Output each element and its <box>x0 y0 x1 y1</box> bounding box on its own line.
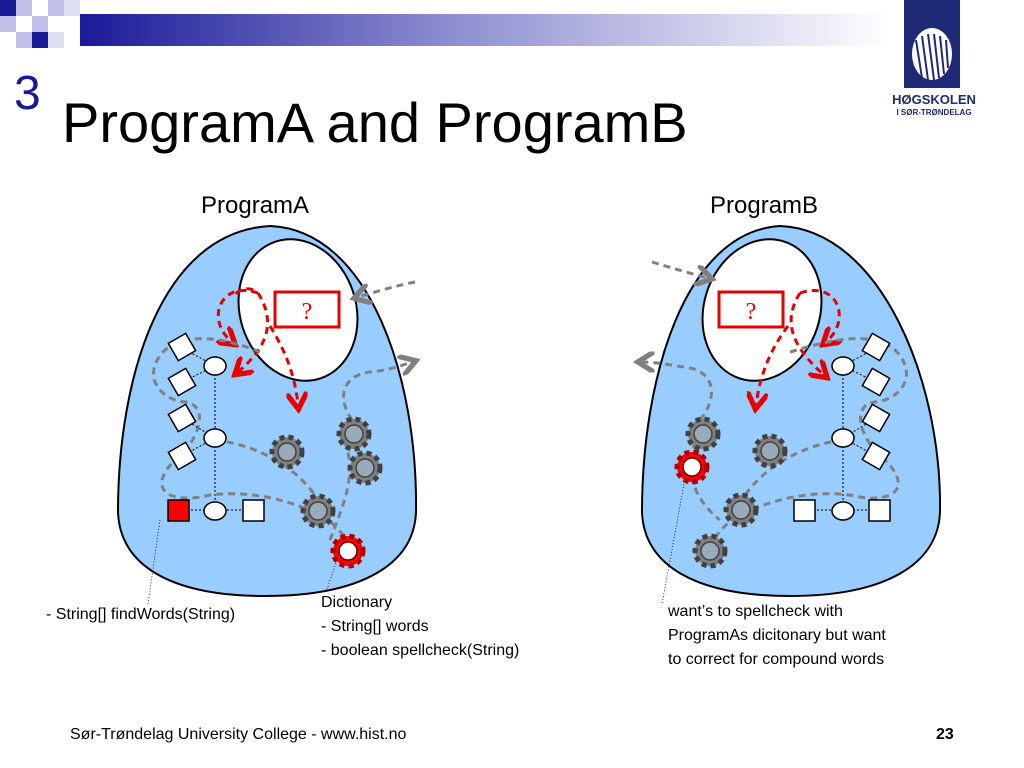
program-b-nodes <box>793 332 891 522</box>
program-a-red-arrow-4 <box>234 287 255 295</box>
program-a-red-arrow-1 <box>218 289 259 342</box>
pointer-program-b-note <box>661 483 685 605</box>
pointer-dictionary <box>325 562 337 593</box>
find-words-note: - String[] findWords(String) <box>46 603 235 627</box>
program-a-gray-arrow-in <box>358 280 416 297</box>
program-a-gray-arrow-out <box>342 362 412 421</box>
logo-line1: HØGSKOLEN <box>892 92 976 107</box>
logo-line2: I SØR-TRØNDELAG <box>896 108 972 117</box>
dictionary-heading: Dictionary <box>321 594 393 611</box>
program-b-note: want’s to spellcheck with ProgramAs dici… <box>668 600 886 672</box>
program-a-nodes <box>167 332 265 522</box>
program-a-gears <box>269 416 383 569</box>
program-b-highlight-gear <box>674 449 710 485</box>
hist-logo: HØGSKOLEN I SØR-TRØNDELAG <box>884 0 994 130</box>
program-a-dictionary-gear <box>330 533 366 569</box>
slide-title: ProgramA and ProgramB <box>62 91 688 154</box>
program-b-note-line-1: want’s to spellcheck with <box>668 603 843 620</box>
program-b-query-symbol: ? <box>746 299 757 325</box>
dictionary-line-1: - String[] words <box>321 618 429 635</box>
program-b-gray-arrow-in <box>651 260 708 278</box>
program-b-blob <box>640 224 942 598</box>
program-b-note-line-3: to correct for compound words <box>668 651 885 668</box>
program-b-note-line-2: ProgramAs dicitonary but want <box>668 627 886 644</box>
corner-decoration <box>0 0 90 60</box>
page-number: 23 <box>936 726 954 743</box>
program-b-query-box: ? <box>717 290 785 329</box>
find-words-text: - String[] findWords(String) <box>46 606 236 623</box>
dictionary-note: Dictionary - String[] words - boolean sp… <box>321 591 519 663</box>
hist-logo-icon <box>904 0 960 88</box>
footer-text: Sør-Trøndelag University College - www.h… <box>70 726 407 743</box>
program-b-gears <box>674 416 788 569</box>
program-b-red-arrow-3 <box>756 325 790 405</box>
program-a-label: ProgramA <box>201 192 310 219</box>
slide-number: 3 <box>14 67 41 120</box>
header-gradient-bar <box>80 14 890 46</box>
program-b-red-arrow-1 <box>799 289 839 342</box>
program-a-query-symbol: ? <box>302 299 313 325</box>
program-a-blob <box>116 224 418 598</box>
program-a-query-box: ? <box>273 290 341 329</box>
program-b-label: ProgramB <box>710 192 819 219</box>
program-a-red-arrow-3 <box>268 325 298 405</box>
program-b-gray-arrow-out <box>642 362 713 421</box>
dictionary-line-2: - boolean spellcheck(String) <box>321 642 520 659</box>
pointer-find-words <box>147 519 161 605</box>
program-b-red-arrow-2 <box>789 292 824 375</box>
program-a-red-arrow-2 <box>238 292 270 372</box>
